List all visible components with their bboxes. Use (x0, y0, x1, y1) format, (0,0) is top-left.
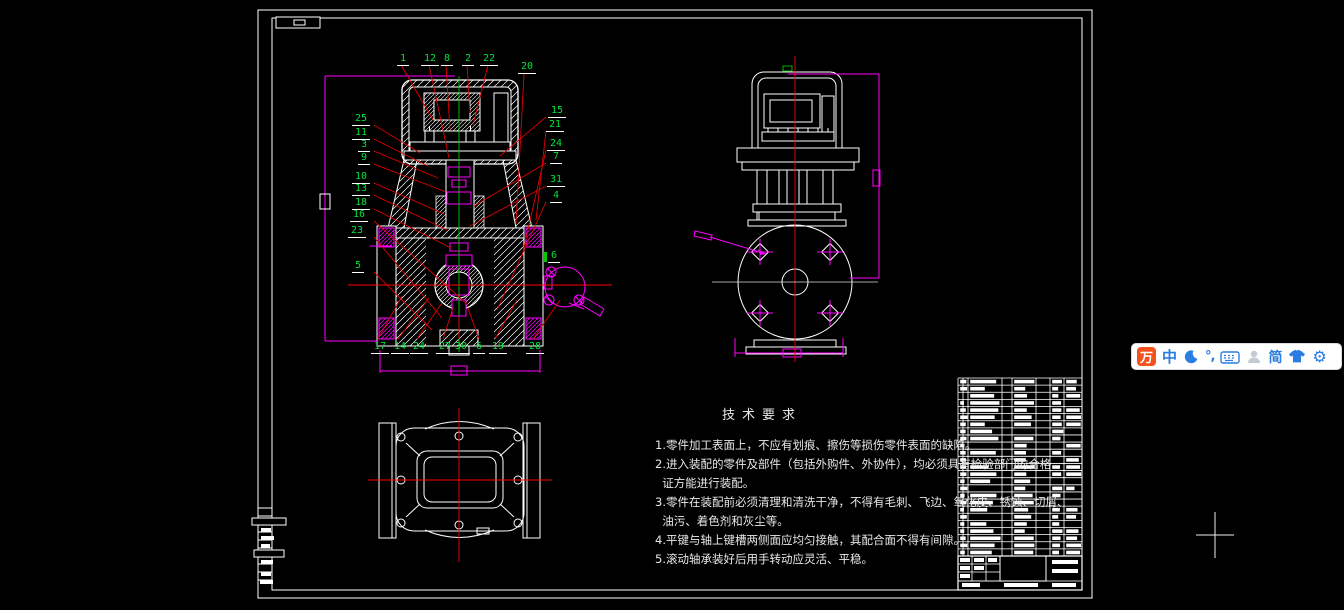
part-callout-20: 20 (518, 61, 537, 74)
tech-requirement-line: 油污、着色剂和灰尘等。 (655, 514, 789, 528)
tech-requirements-list: 1.零件加工表面上，不应有划痕、擦伤等损伤零件表面的缺陷。 2.进入装配的零件及部… (655, 436, 1069, 569)
simplified-chinese-button[interactable]: 简 (1268, 349, 1283, 366)
part-callout-1: 1 (397, 53, 410, 66)
part-callout-23: 23 (348, 225, 367, 238)
soft-keyboard-icon[interactable] (1220, 347, 1241, 367)
part-callout-30: 30 (452, 341, 471, 354)
tech-requirements-title: 技术要求 (722, 408, 803, 423)
part-callout-25: 25 (352, 113, 371, 126)
crosshair-marker (1196, 512, 1234, 558)
part-callout-7: 7 (550, 151, 563, 164)
parts-list-table (957, 377, 1083, 591)
fullwidth-moon-icon[interactable] (1183, 347, 1199, 367)
part-callout-10: 10 (352, 171, 371, 184)
part-callout-17: 17 (371, 341, 390, 354)
part-callout-27: 27 (436, 341, 455, 354)
settings-gear-icon[interactable]: ⚙ (1312, 346, 1327, 366)
revision-strip (251, 507, 287, 584)
plan-view (378, 421, 541, 539)
centerlines (348, 56, 878, 562)
part-callout-6: 6 (473, 341, 486, 354)
tech-requirement-line: 5.滚动轴承装好后用手转动应灵活、平稳。 (655, 552, 873, 566)
part-callout-5: 5 (352, 260, 365, 273)
part-callout-2: 2 (462, 53, 475, 66)
part-callout-4: 4 (550, 190, 563, 203)
part-callout-12: 12 (421, 53, 440, 66)
account-icon[interactable] (1246, 347, 1262, 367)
part-callout-9: 9 (358, 152, 371, 165)
ime-language-mode-button[interactable]: 中 (1162, 348, 1178, 366)
section-symbol (543, 252, 605, 317)
part-callout-14: 14 (391, 341, 410, 354)
tech-requirement-line: 证方能进行装配。 (655, 476, 755, 490)
part-callout-22: 22 (480, 53, 499, 66)
part-callout-11: 11 (352, 127, 371, 140)
tech-requirement-line: 1.零件加工表面上，不应有划痕、擦伤等损伤零件表面的缺陷。 (655, 438, 977, 452)
main-section-view (370, 79, 544, 356)
sheet-border (257, 9, 1093, 599)
part-callout-24: 24 (410, 341, 429, 354)
ime-logo[interactable]: 万 (1137, 347, 1156, 366)
skin-icon[interactable] (1288, 347, 1306, 367)
part-callout-6: 6 (548, 250, 561, 263)
part-callout-31: 31 (547, 174, 566, 187)
part-callout-19: 19 (489, 341, 508, 354)
tech-requirement-line: 2.进入装配的零件及部件（包括外购件、外协件），均必须具有检验部门的合格 (655, 457, 1052, 471)
part-callout-15: 15 (548, 105, 567, 118)
part-callout-24: 24 (547, 138, 566, 151)
ime-toolbar[interactable]: 万 中 °, 简 ⚙ (1131, 343, 1342, 370)
punctuation-mode-button[interactable]: °, (1205, 349, 1216, 364)
leader-lines (373, 64, 561, 340)
side-view (736, 71, 860, 355)
part-callout-21: 21 (546, 119, 565, 132)
part-callout-16: 16 (350, 209, 369, 222)
part-callout-3: 3 (358, 139, 371, 152)
tech-requirement-line: 3.零件在装配前必须清理和清洗干净，不得有毛刺、飞边、氧化皮、锈蚀、切屑、 (655, 495, 1069, 509)
part-callout-28: 28 (526, 341, 545, 354)
part-callout-8: 8 (441, 53, 454, 66)
tech-requirement-line: 4.平键与轴上键槽两侧面应均匀接触，其配合面不得有间隙。 (655, 533, 965, 547)
part-callout-13: 13 (352, 183, 371, 196)
part-callout-18: 18 (352, 197, 371, 210)
